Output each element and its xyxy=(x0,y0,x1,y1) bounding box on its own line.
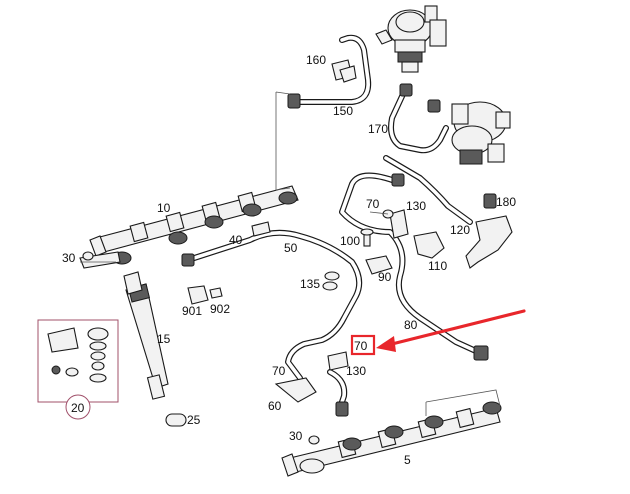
label-15: 15 xyxy=(157,332,171,346)
high-pressure-pump-right xyxy=(451,101,511,165)
label-50: 50 xyxy=(284,241,298,255)
label-70-lower: 70 xyxy=(272,364,286,378)
label-110: 110 xyxy=(428,259,447,273)
small-parts xyxy=(82,59,513,445)
label-120: 120 xyxy=(450,223,470,237)
label-100: 100 xyxy=(340,234,360,248)
label-10: 10 xyxy=(157,201,171,215)
label-130-lower: 130 xyxy=(346,364,366,378)
label-40: 40 xyxy=(229,233,243,247)
label-170: 170 xyxy=(368,122,388,136)
fuel-rail-5 xyxy=(281,401,502,477)
label-180: 180 xyxy=(496,195,516,209)
label-20-circle xyxy=(65,394,91,420)
label-130-upper: 130 xyxy=(406,199,426,213)
label-901: 901 xyxy=(182,304,202,318)
label-30-lower: 30 xyxy=(289,429,303,443)
label-135: 135 xyxy=(300,277,320,291)
part-labels: 160 150 170 180 10 30 40 50 100 70 130 1… xyxy=(62,53,516,467)
pipe-fittings xyxy=(181,83,489,417)
label-150: 150 xyxy=(333,104,353,118)
label-90: 90 xyxy=(378,270,392,284)
high-pressure-pump-top xyxy=(375,5,447,73)
injector-15 xyxy=(123,271,169,400)
label-20: 20 xyxy=(71,401,85,415)
label-5: 5 xyxy=(404,453,411,467)
label-902: 902 xyxy=(210,302,230,316)
highlight-callout xyxy=(350,309,526,356)
label-30-upper: 30 xyxy=(62,251,76,265)
label-70-highlighted: 70 xyxy=(354,339,368,353)
label-25: 25 xyxy=(187,413,201,427)
fuel-lines xyxy=(185,34,481,411)
label-60: 60 xyxy=(268,399,282,413)
leader-lines xyxy=(80,91,501,416)
label-160: 160 xyxy=(306,53,326,67)
label-80: 80 xyxy=(404,318,418,332)
label-70-upper: 70 xyxy=(366,197,380,211)
fuel-rail-10 xyxy=(79,185,299,269)
